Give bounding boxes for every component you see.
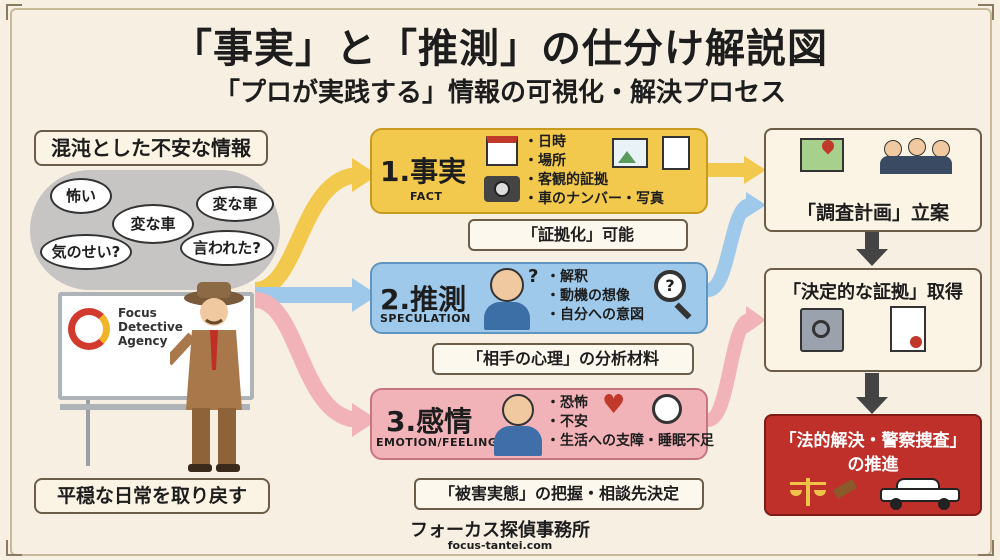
bubble-strange-car-2: 変な車 xyxy=(196,186,274,222)
speculation-bullet: ・自分への意図 xyxy=(546,307,644,323)
speculation-title: 2.推測 xyxy=(380,283,467,316)
whiteboard-stand xyxy=(86,400,90,466)
agency-logo-text: Focus Detective Agency xyxy=(118,306,183,348)
broken-heart-icon: ♥ xyxy=(602,390,626,420)
corner-ornament xyxy=(6,540,22,556)
tie-icon xyxy=(210,330,218,370)
corner-ornament xyxy=(978,540,994,556)
evidence-label: 「決定的な証拠」取得 xyxy=(783,282,963,303)
photo-icon xyxy=(612,138,648,168)
flow-arrow-emo-out xyxy=(705,313,753,427)
down-arrowhead-1 xyxy=(856,249,888,266)
footer-agency-name: フォーカス探偵事務所 xyxy=(410,520,590,541)
fact-bullet: ・車のナンバー・写真 xyxy=(524,191,664,207)
fact-note: 「証拠化」可能 xyxy=(468,219,688,251)
thinking-person-icon xyxy=(490,268,524,302)
pointing-arm-icon xyxy=(170,332,196,366)
speculation-bullet: ・動機の想像 xyxy=(546,288,630,304)
team-icon xyxy=(880,138,952,174)
scales-icon xyxy=(790,478,826,506)
investigation-plan-label: 「調査計画」立案 xyxy=(796,202,949,224)
bubble-strange-car: 変な車 xyxy=(112,204,194,244)
magnifier-icon: ? xyxy=(654,270,686,302)
logo-word-detective: Detective xyxy=(118,320,183,334)
fact-panel xyxy=(370,128,708,214)
corner-ornament xyxy=(978,4,994,20)
emotion-bullet-list: ・恐怖 ・不安 ・生活への支障・睡眠不足 xyxy=(546,394,714,451)
agency-logo-icon xyxy=(68,308,110,350)
emotion-bullet: ・恐怖 xyxy=(546,395,588,411)
down-arrowhead-2 xyxy=(856,397,888,414)
arrowhead-emo-out xyxy=(746,306,766,334)
emotion-note: 「被害実態」の把握・相談先決定 xyxy=(414,478,704,510)
flow-arrow-fact xyxy=(253,167,361,298)
emotion-panel xyxy=(370,388,708,460)
emotion-subtitle: EMOTION/FEELING xyxy=(376,436,498,449)
emotion-bullet: ・生活への支障・睡眠不足 xyxy=(546,433,714,449)
peace-label: 平穏な日常を取り戻す xyxy=(34,478,270,514)
speculation-bullet-list: ・解釈 ・動機の想像 ・自分への意図 xyxy=(546,268,644,325)
page-subtitle: 「プロが実践する」情報の可視化・解決プロセス xyxy=(213,78,786,108)
bubble-imagination: 気のせい? xyxy=(40,234,132,270)
speculation-note: 「相手の心理」の分析材料 xyxy=(432,343,694,375)
whiteboard-tray xyxy=(60,404,250,410)
anxious-person-icon xyxy=(502,394,534,426)
fact-title: 1.事実 xyxy=(380,155,467,188)
speculation-bullet: ・解釈 xyxy=(546,269,588,285)
police-car-icon xyxy=(880,478,960,510)
footer-url: focus-tantei.com xyxy=(447,539,553,552)
arrowhead-fact-out xyxy=(744,156,766,184)
arrowhead-emo xyxy=(352,403,378,437)
speculation-subtitle: SPECULATION xyxy=(380,312,471,325)
speculation-panel xyxy=(370,262,708,334)
legal-resolution-line1: 「法的解決・警察捜査」 xyxy=(779,431,967,451)
fact-subtitle: FACT xyxy=(410,190,443,203)
flow-arrow-emo xyxy=(253,292,361,428)
document-icon xyxy=(662,136,690,170)
corner-ornament xyxy=(6,4,22,20)
anxious-person-body-icon xyxy=(494,426,542,456)
camera-icon xyxy=(484,176,520,202)
down-arrow-2 xyxy=(865,373,879,399)
question-mark-icon: ? xyxy=(528,266,539,287)
stopwatch-icon xyxy=(652,394,682,424)
legal-resolution-line2: の推進 xyxy=(847,455,899,475)
logo-word-focus: Focus xyxy=(118,306,157,320)
detective-figure xyxy=(170,282,244,472)
thinking-person-body-icon xyxy=(484,302,530,330)
arrowhead-spec-out xyxy=(746,192,766,218)
fact-bullet: ・客観的証拠 xyxy=(524,172,608,188)
fact-bullet: ・日時 xyxy=(524,134,566,150)
arrowhead-fact xyxy=(352,158,378,192)
certificate-icon xyxy=(890,306,926,352)
logo-word-agency: Agency xyxy=(118,334,168,348)
outer-frame xyxy=(10,8,992,556)
page-title: 「事実」と「推測」の仕分け解説図 xyxy=(172,26,828,72)
emotion-title: 3.感情 xyxy=(386,405,473,438)
down-arrow-1 xyxy=(865,231,879,251)
calendar-icon xyxy=(486,136,518,166)
arrowhead-spec xyxy=(352,278,378,312)
fact-bullet: ・場所 xyxy=(524,153,566,169)
hat-crown-icon xyxy=(197,282,231,298)
bubble-scary: 怖い xyxy=(50,178,112,214)
bubble-was-told: 言われた? xyxy=(180,230,274,266)
safe-icon xyxy=(800,308,844,352)
chaos-label: 混沌とした不安な情報 xyxy=(34,130,268,166)
fact-bullet-list: ・日時 ・場所 ・客観的証拠 ・車のナンバー・写真 xyxy=(524,133,664,209)
emotion-bullet: ・不安 xyxy=(546,414,588,430)
flow-arrow-spec-out xyxy=(705,198,753,297)
